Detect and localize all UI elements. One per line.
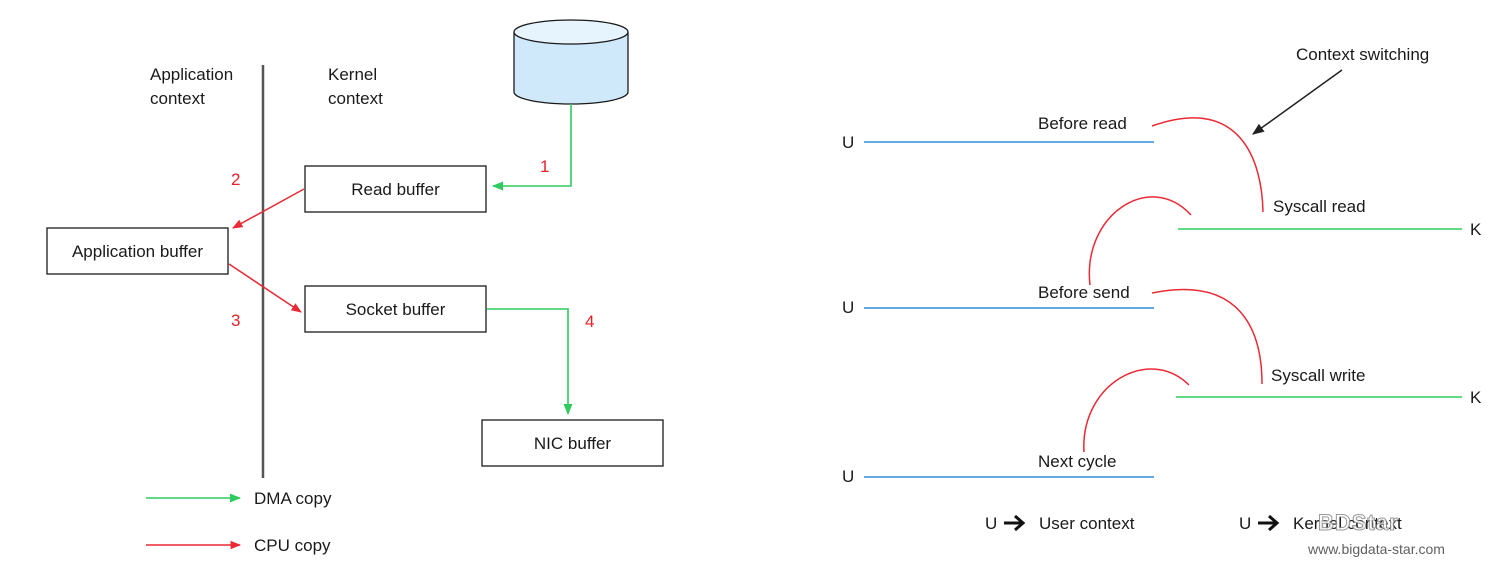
legend-user-u: U xyxy=(985,514,997,533)
before-read-label: Before read xyxy=(1038,114,1127,133)
socket-buffer-box xyxy=(304,285,487,333)
user-label-2: U xyxy=(842,298,854,317)
legend-kernel-u: U xyxy=(1239,514,1251,533)
app-context-label-line1: Application xyxy=(150,65,233,84)
context-switching-pointer-arrow xyxy=(1252,69,1343,135)
before-send-label: Before send xyxy=(1038,283,1130,302)
app-context-label-line2: context xyxy=(150,89,205,108)
disk-cylinder-icon xyxy=(513,19,629,105)
application-buffer-box xyxy=(46,227,229,275)
context-switching-label: Context switching xyxy=(1296,45,1429,64)
left-diagram: Application context Kernel context Read … xyxy=(46,19,664,555)
socket-buffer-label: Socket buffer xyxy=(346,300,446,319)
user-label-1: U xyxy=(842,133,854,152)
watermark-logo: BDStar xyxy=(1318,510,1399,535)
application-buffer-label: Application buffer xyxy=(72,242,203,261)
right-diagram: Context switching U Before read Syscall … xyxy=(842,45,1482,533)
watermark: BDStar www.bigdata-star.com xyxy=(1307,510,1445,558)
kernel-label-2: K xyxy=(1470,388,1482,407)
cpu-arrow-app-to-socket xyxy=(228,263,302,313)
step-1-number: 1 xyxy=(540,157,549,176)
step-4-number: 4 xyxy=(585,312,594,331)
switch-user-to-kernel-write xyxy=(1151,288,1263,385)
legend-kernel-arrow-icon xyxy=(1258,514,1280,532)
switch-kernel-to-user-1 xyxy=(1088,196,1192,286)
dma-arrow-socket-to-nic xyxy=(487,308,573,416)
kernel-label-1: K xyxy=(1470,220,1482,239)
kernel-context-label-line1: Kernel xyxy=(328,65,377,84)
read-buffer-label: Read buffer xyxy=(351,180,440,199)
cpu-arrow-read-to-app xyxy=(232,188,305,229)
nic-buffer-label: NIC buffer xyxy=(534,434,612,453)
watermark-url: www.bigdata-star.com xyxy=(1307,541,1445,557)
nic-buffer-box xyxy=(481,419,664,467)
dma-arrow-disk-to-read xyxy=(491,104,572,191)
syscall-write-label: Syscall write xyxy=(1271,366,1365,385)
legend-kernel-label: Kernel context xyxy=(1293,514,1402,533)
user-label-3: U xyxy=(842,467,854,486)
read-buffer-box xyxy=(304,165,487,213)
switch-user-to-kernel-read xyxy=(1151,117,1264,213)
legend-user-arrow-icon xyxy=(1004,514,1026,532)
syscall-read-label: Syscall read xyxy=(1273,197,1366,216)
kernel-context-label-line2: context xyxy=(328,89,383,108)
legend-dma-label: DMA copy xyxy=(254,489,332,508)
switch-kernel-to-user-2 xyxy=(1083,368,1190,453)
next-cycle-label: Next cycle xyxy=(1038,452,1116,471)
step-3-number: 3 xyxy=(231,311,240,330)
legend-user-label: User context xyxy=(1039,514,1135,533)
step-2-number: 2 xyxy=(231,170,240,189)
legend-cpu-label: CPU copy xyxy=(254,536,331,555)
